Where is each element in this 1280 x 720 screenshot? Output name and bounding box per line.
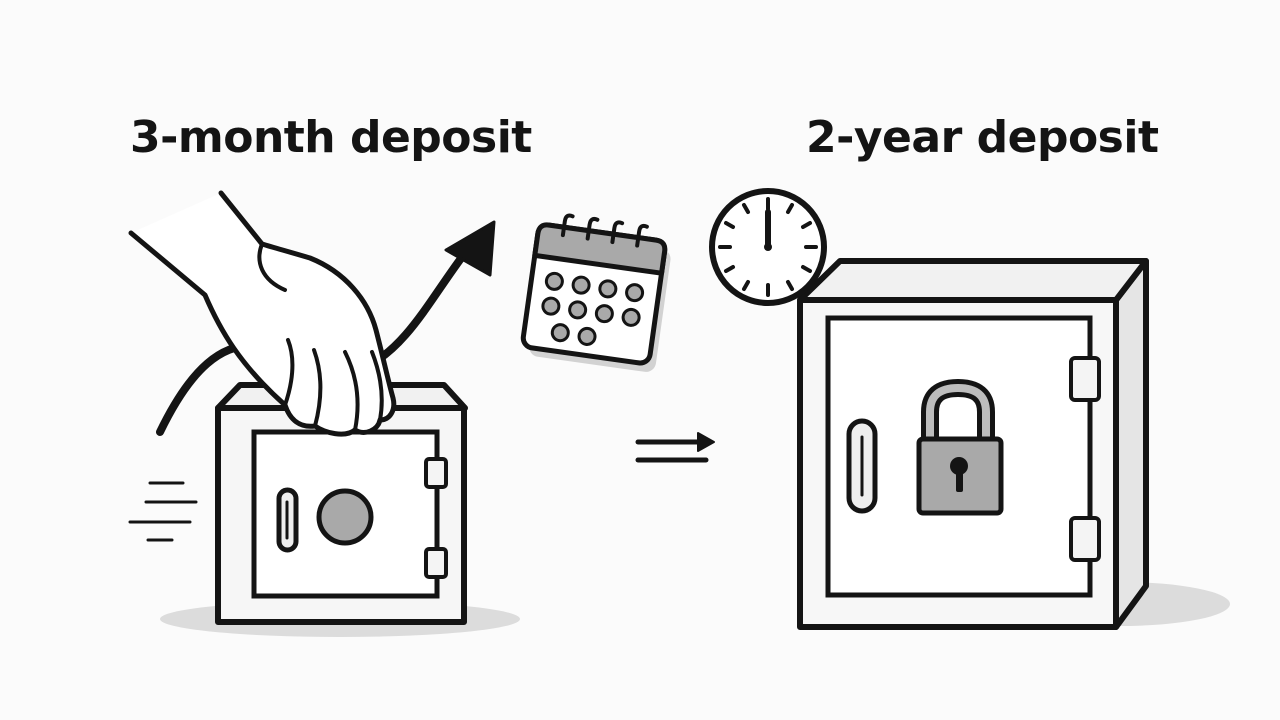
large-safe-hinge-bottom [1069,516,1101,562]
hand-icon [128,190,397,437]
long-term-deposit-label: 2-year deposit [806,112,1159,163]
padlock-icon [916,378,1004,516]
double-arrow-icon [635,432,715,463]
small-safe-hinge-bottom [424,547,448,579]
short-term-deposit-label: 3-month deposit [130,112,532,163]
motion-lines-icon [128,481,198,542]
clock-icon [709,188,827,306]
large-safe-icon [797,258,1149,630]
large-safe-hinge-top [1069,356,1101,402]
small-safe-hinge-top [424,457,448,489]
calendar-icon [520,213,671,372]
small-safe-dial [316,488,374,546]
